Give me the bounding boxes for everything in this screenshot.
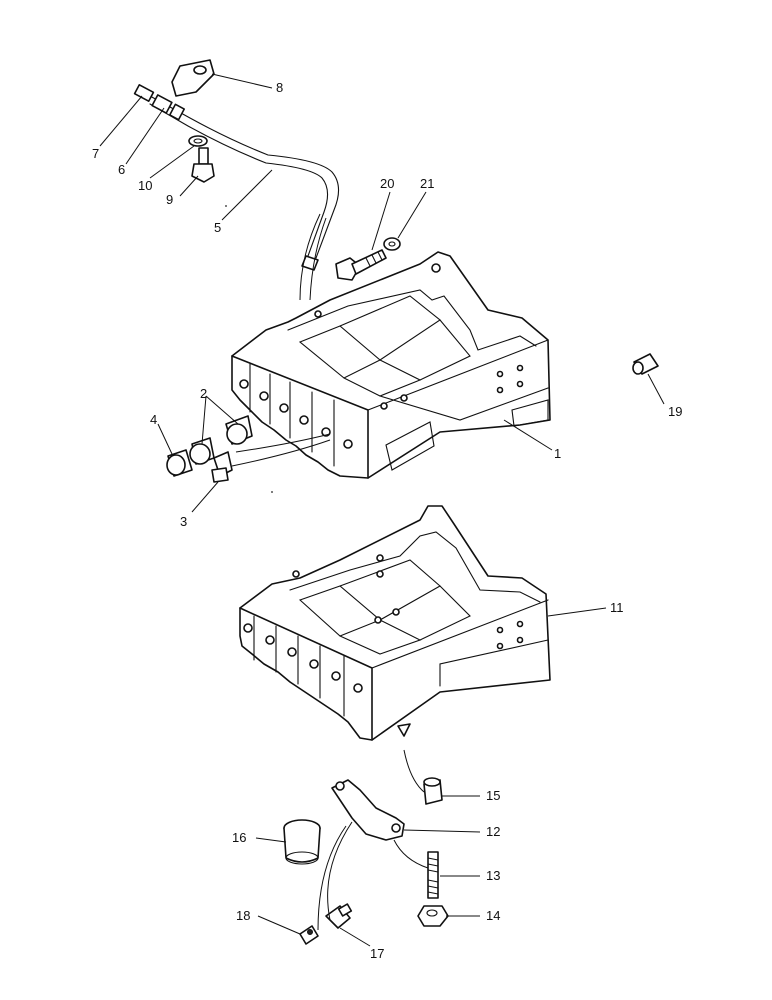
callout-1: 1 (554, 446, 561, 461)
callout-12: 12 (486, 824, 500, 839)
part-4-cap (166, 449, 193, 477)
part-19-dowel (632, 353, 659, 375)
part-7-union-fitting (133, 84, 155, 102)
callout-20: 20 (380, 176, 394, 191)
part-6-nut (151, 94, 186, 121)
part-18-nipple (299, 925, 319, 945)
part-15-bush (423, 777, 443, 805)
callout-2: 2 (200, 386, 207, 401)
callout-8: 8 (276, 80, 283, 95)
callout-labels: 1 2 3 4 5 6 7 8 9 10 11 12 13 14 15 16 1… (92, 80, 682, 961)
callout-10: 10 (138, 178, 152, 193)
part-9-bolt (191, 147, 215, 183)
leader-lines (99, 73, 665, 947)
callout-6: 6 (118, 162, 125, 177)
part-21-washer (383, 237, 401, 251)
part-20-bolt (335, 249, 387, 281)
callout-19: 19 (668, 404, 682, 419)
part-10-washer (188, 135, 208, 147)
callout-14: 14 (486, 908, 500, 923)
part-5-pipe (149, 95, 340, 271)
part-16-ring (283, 819, 321, 865)
callout-9: 9 (166, 192, 173, 207)
part-1-upper-housing (231, 251, 551, 479)
callout-4: 4 (150, 412, 157, 427)
assembly-lines (231, 213, 429, 931)
speck (271, 491, 273, 493)
part-8-bracket (171, 59, 215, 97)
callout-5: 5 (214, 220, 221, 235)
callout-18: 18 (236, 908, 250, 923)
callout-16: 16 (232, 830, 246, 845)
callout-15: 15 (486, 788, 500, 803)
part-11-lower-housing (239, 505, 551, 741)
callout-7: 7 (92, 146, 99, 161)
callout-21: 21 (420, 176, 434, 191)
part-13-stud (427, 851, 439, 899)
callout-11: 11 (610, 600, 624, 615)
speck (225, 205, 227, 207)
part-14-nut (417, 905, 449, 927)
part-2-bush-a (225, 415, 253, 445)
part-17-fitting (325, 903, 353, 929)
part-3-grease-nipple (211, 451, 233, 483)
callout-13: 13 (486, 868, 500, 883)
part-12-bearing-cap (331, 779, 405, 841)
callout-3: 3 (180, 514, 187, 529)
callout-17: 17 (370, 946, 384, 961)
